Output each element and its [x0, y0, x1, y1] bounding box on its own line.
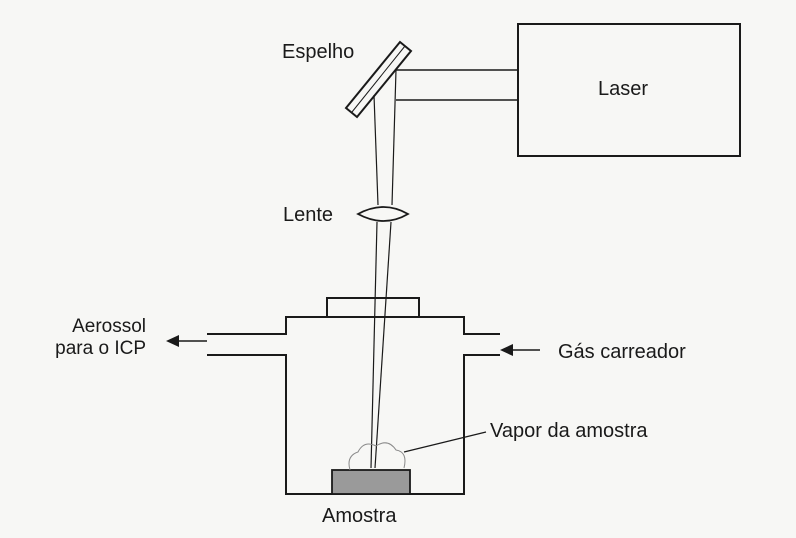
beam-left-down [373, 94, 379, 206]
aerosol-label-line1: Aerossol [72, 316, 146, 337]
mirror [344, 40, 413, 119]
aerosol-label: Aerossol para o ICP [54, 316, 146, 360]
beam-focus-right [374, 221, 392, 469]
vapor-leader [403, 431, 487, 453]
beam-right-down [391, 69, 397, 206]
sample-label: Amostra [322, 505, 397, 527]
lens [356, 206, 410, 222]
beam-focus-left [370, 221, 378, 469]
sample-block [331, 469, 411, 495]
gas-arrowhead [500, 344, 513, 356]
lens-label: Lente [283, 204, 334, 226]
laser-box [517, 23, 741, 157]
aerosol-label-line2: para o ICP [55, 338, 146, 359]
chamber-window [326, 297, 420, 318]
vapor-plume [348, 442, 406, 471]
mirror-label: Espelho [282, 41, 355, 63]
carrier-gas-label: Gás carreador [558, 341, 686, 363]
sample-vapor-label: Vapor da amostra [490, 420, 648, 442]
aerosol-arrowhead [166, 335, 179, 347]
chamber-body [207, 316, 500, 495]
laser-label: Laser [598, 78, 649, 100]
